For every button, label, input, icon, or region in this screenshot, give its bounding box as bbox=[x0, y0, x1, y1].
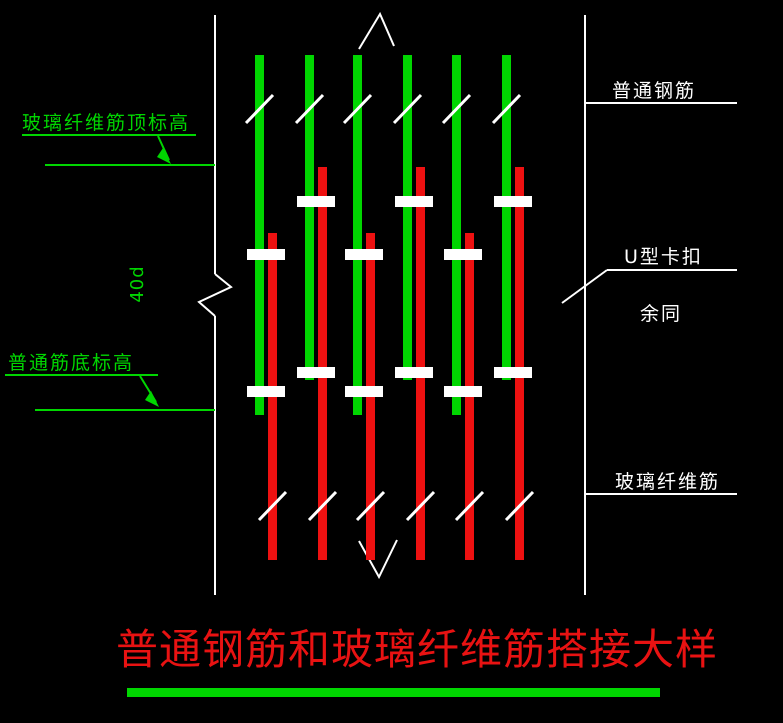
u-clip bbox=[494, 367, 532, 378]
steel-bar-break-mark bbox=[392, 93, 423, 125]
gfrp-rebar bbox=[416, 167, 425, 560]
gfrp-bar-break-mark bbox=[307, 490, 338, 522]
steel-bar-break-mark bbox=[441, 93, 472, 125]
gfrp-bar-break-mark bbox=[405, 490, 436, 522]
lap-length-dimension: 40d bbox=[127, 265, 148, 302]
steel-rebar bbox=[403, 55, 412, 380]
steel-bar-break-marks bbox=[244, 93, 522, 125]
gfrp-top-elevation-leader bbox=[157, 135, 170, 161]
boundary-lines bbox=[197, 11, 586, 595]
gfrp-top-elevation-arrowhead bbox=[157, 148, 171, 164]
left-annotations: 玻璃纤维筋顶标高 40d 普通筋底标高 bbox=[5, 112, 215, 411]
bottom-break-symbol bbox=[358, 539, 398, 580]
u-clip-label: U型卡扣 bbox=[624, 246, 703, 268]
gfrp-rebar-label: 玻璃纤维筋 bbox=[615, 471, 720, 493]
steel-bar-break-mark bbox=[491, 93, 522, 125]
steel-rebar bbox=[353, 55, 362, 415]
u-clip-group bbox=[247, 196, 532, 397]
u-clip bbox=[297, 196, 335, 207]
steel-rebar bbox=[452, 55, 461, 415]
u-clip bbox=[345, 249, 383, 260]
drawing-title: 普通钢筋和玻璃纤维筋搭接大样 bbox=[116, 625, 718, 674]
steel-rebar bbox=[502, 55, 511, 380]
u-clip bbox=[494, 196, 532, 207]
u-clip bbox=[395, 367, 433, 378]
u-clip bbox=[444, 386, 482, 397]
steel-bar-break-mark bbox=[342, 93, 373, 125]
right-annotations: 普通钢筋 U型卡扣 余同 玻璃纤维筋 bbox=[561, 80, 737, 495]
u-clip bbox=[247, 249, 285, 260]
steel-rebar bbox=[305, 55, 314, 380]
title-underline-bar bbox=[127, 688, 660, 697]
top-break-symbol bbox=[358, 11, 395, 50]
steel-rebar bbox=[255, 55, 264, 415]
u-clip bbox=[345, 386, 383, 397]
u-clip-leader-line bbox=[561, 269, 608, 304]
steel-bar-break-mark bbox=[294, 93, 325, 125]
ordinary-rebar-label: 普通钢筋 bbox=[612, 80, 696, 102]
left-boundary-break-symbol bbox=[197, 273, 233, 317]
gfrp-bar-break-mark bbox=[454, 490, 485, 522]
u-clip bbox=[444, 249, 482, 260]
gfrp-rebar bbox=[318, 167, 327, 560]
steel-rebar-group bbox=[255, 55, 511, 415]
gfrp-rebar bbox=[515, 167, 524, 560]
u-clip bbox=[395, 196, 433, 207]
rest-same-label: 余同 bbox=[640, 303, 682, 325]
u-clip bbox=[297, 367, 335, 378]
ordinary-bottom-elevation-arrowhead bbox=[145, 391, 159, 407]
u-clip bbox=[247, 386, 285, 397]
gfrp-bar-break-mark bbox=[504, 490, 535, 522]
ordinary-bottom-elevation-label: 普通筋底标高 bbox=[8, 352, 134, 374]
gfrp-top-elevation-label: 玻璃纤维筋顶标高 bbox=[22, 112, 190, 134]
gfrp-bar-break-mark bbox=[257, 490, 288, 522]
steel-bar-break-mark bbox=[244, 93, 275, 125]
gfrp-bar-break-marks bbox=[257, 490, 535, 522]
gfrp-bar-break-mark bbox=[355, 490, 386, 522]
